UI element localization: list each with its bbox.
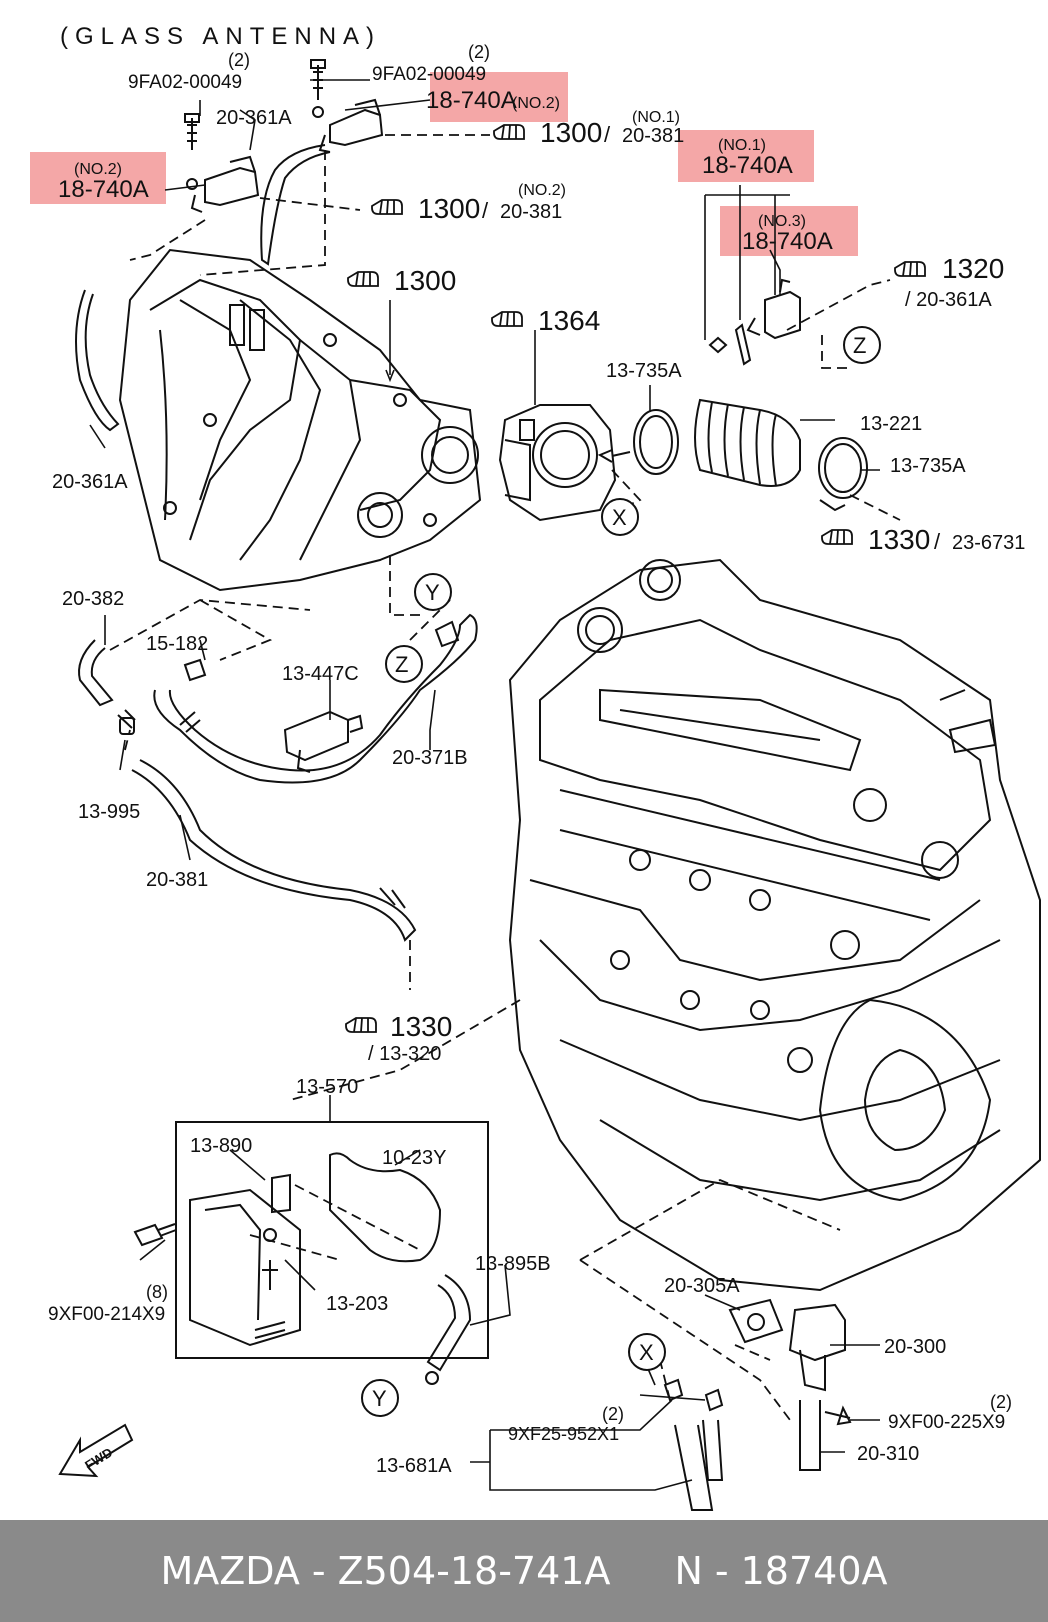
marker-y: Y [425,580,440,605]
intake-manifold [118,248,482,592]
hand-pointer-icon [493,124,525,140]
marker-x: X [639,1340,654,1365]
hand-pointer-icon [345,1017,377,1033]
label-solenoid-no2: 18-740A [58,176,149,203]
highlight-no1 [678,130,814,182]
label-qty: (8) [146,1282,168,1302]
label-ref: 1300 [418,193,480,224]
label-gasket: 20-305A [664,1275,740,1297]
label-ref: 1330 [868,524,930,555]
marker-x: X [612,505,627,530]
exploded-view-drawing: (GLASS ANTENNA) (2) 9FA02-00049 (2) 9FA0… [30,23,1041,1511]
marker-z: Z [853,333,866,358]
solenoid-447c [283,710,364,773]
label-clip: 15-182 [146,633,208,655]
label-hose: 20-381 [146,869,208,891]
label-clip: 9XF25-952X1 [508,1424,619,1444]
label-qty: (2) [228,50,250,70]
hand-pointer-icon [821,529,853,545]
marker-z: Z [395,652,408,677]
parts-diagram: (GLASS ANTENNA) (2) 9FA02-00049 (2) 9FA0… [30,23,1041,1511]
label-clamp: 13-735A [606,360,682,382]
label-ref-sub: 23-6731 [952,532,1025,554]
footer-code: 18740A [740,1549,888,1593]
label-tag: (NO.1) [718,137,766,154]
footer-caption: MAZDA - Z504-18-741A N - 18740A [0,1520,1048,1622]
engine-block [508,558,1041,1292]
bolt-214 [133,1223,177,1247]
label-bolt: 9XF00-225X9 [888,1412,1005,1433]
label-bolt: 9XF00-214X9 [48,1304,165,1325]
label-ref-sub: / 20-361A [905,289,992,311]
header-title: (GLASS ANTENNA) [60,23,381,50]
hoses-lower-left [78,613,478,942]
footer-dash: - [714,1549,729,1593]
hand-pointer-icon [371,199,403,215]
label-tag: (NO.3) [758,213,806,230]
label-qty: (2) [468,42,490,62]
label-pipe: 20-310 [857,1443,919,1465]
highlight-no2-left [30,152,166,204]
dashed-leaders [109,134,901,1421]
circle-markers [361,326,881,1417]
hoses-upper [75,144,331,432]
label-solenoid-no3: 18-740A [742,228,833,255]
label-egr: 20-300 [884,1336,946,1358]
label-ref-sub: 20-381 [622,125,684,147]
air-duct [597,398,868,512]
label-tag: (NO.2) [74,161,122,178]
egr-valve [728,1298,852,1471]
label-bolt: 9FA02-00049 [128,72,242,93]
label-ref-sub: / 13-320 [368,1043,441,1065]
footer-brand: MAZDA [160,1549,300,1593]
label-slash: / [934,529,941,554]
label-clamp: 13-735A [890,455,966,477]
footer-part-number: Z504-18-741A [337,1549,611,1593]
label-tag: (NO.2) [518,182,566,199]
footer-n: N [674,1549,703,1593]
label-hose: 20-361A [52,471,128,493]
label-ref: 1300 [540,117,602,148]
label-bolt: 9FA02-00049 [372,64,486,85]
footer-dash: - [311,1549,326,1593]
label-valve: 13-995 [78,801,140,823]
fwd-arrow-icon [58,1423,134,1478]
hand-pointer-icon [347,271,379,287]
label-qty: (2) [602,1404,624,1424]
label-solenoid-no2: 18-740A [426,87,517,114]
throttle-body [498,404,617,522]
hose-681a [663,1378,724,1511]
oil-separator-box [175,1121,489,1359]
highlight-no3 [720,206,858,256]
label-slash: / [604,122,611,147]
label-pcv: 13-890 [190,1135,252,1157]
label-hose: 13-681A [376,1455,452,1477]
label-ref: 1300 [394,265,456,296]
label-duct: 13-221 [860,413,922,435]
highlight-no2-top [430,72,568,122]
label-hose: 20-361A [216,107,292,129]
label-qty: (2) [990,1392,1012,1412]
label-ref: 1330 [390,1011,452,1042]
label-solenoid: 13-447C [282,663,359,685]
label-separator: 13-570 [296,1076,358,1098]
hand-pointer-icon [894,261,926,277]
label-ref: 1364 [538,305,600,336]
label-ref: 1320 [942,253,1004,284]
label-slash: / [482,198,489,223]
label-hose: 20-382 [62,588,124,610]
label-tag: (NO.1) [632,109,680,126]
label-solenoid-no1: 18-740A [702,152,793,179]
label-gasket: 10-23Y [382,1147,447,1169]
label-hose: 20-371B [392,747,468,769]
marker-y: Y [372,1386,387,1411]
label-hose: 13-895B [475,1253,551,1275]
label-oring: 13-203 [326,1293,388,1315]
solid-leaders [89,79,880,1491]
label-tag: (NO.2) [512,95,560,112]
hose-895b [425,1274,472,1385]
label-ref-sub: 20-381 [500,201,562,223]
hand-pointer-icon [491,311,523,327]
